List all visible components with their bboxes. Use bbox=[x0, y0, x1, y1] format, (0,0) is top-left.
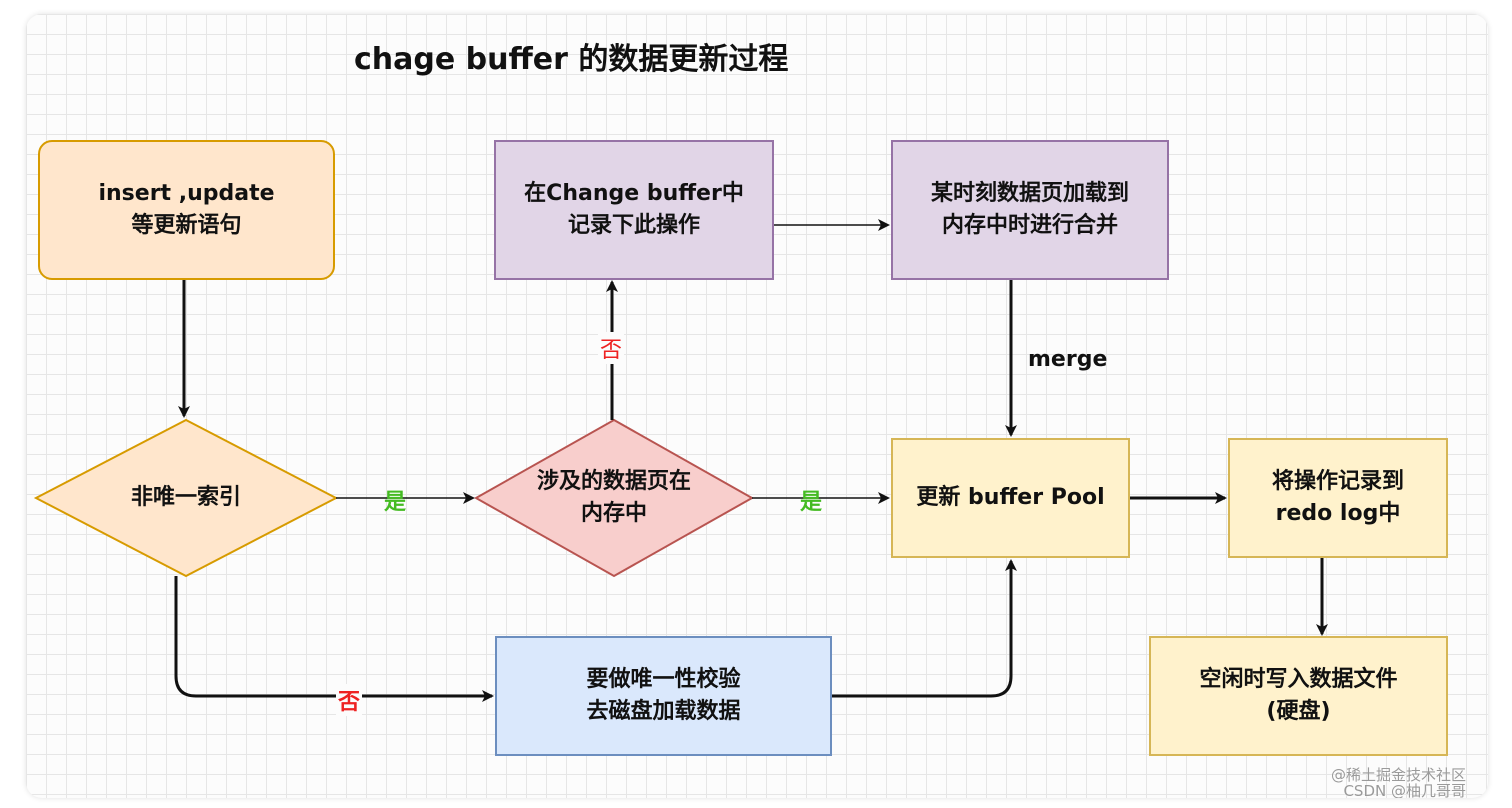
watermark-juejin: @稀土掘金技术社区 bbox=[1330, 766, 1466, 784]
watermark-csdn: CSDN @柚几哥哥 bbox=[1343, 782, 1466, 798]
label-yes-2: 是 bbox=[800, 490, 823, 515]
decision-page-in-memory-shape bbox=[473, 418, 755, 578]
node-unique-check-load: 要做唯一性校验 去磁盘加载数据 bbox=[495, 636, 832, 756]
diagram-canvas: chage buffer 的数据更新过程 insert ,update 等更新语… bbox=[26, 14, 1488, 798]
node-record-change-buffer: 在Change buffer中 记录下此操作 bbox=[494, 140, 774, 280]
node-idle-write-file: 空闲时写入数据文件 (硬盘) bbox=[1149, 636, 1448, 756]
label-yes-1: 是 bbox=[384, 490, 407, 515]
label-merge: merge bbox=[1028, 347, 1108, 372]
label-no-down: 否 bbox=[336, 684, 363, 716]
edge-unique-check-to-buffer-pool bbox=[832, 559, 1017, 698]
node-non-unique-index: 非唯一索引 bbox=[130, 485, 241, 511]
node-update-buffer-pool: 更新 buffer Pool bbox=[891, 438, 1130, 558]
flow-edges bbox=[33, 219, 1328, 702]
label-no-up: 否 bbox=[598, 332, 625, 364]
edge-no-down-to-unique-check bbox=[174, 576, 494, 702]
node-write-redo-log: 将操作记录到 redo log中 bbox=[1228, 438, 1448, 558]
decision-non-unique-index-shape bbox=[33, 418, 339, 578]
diagram-title: chage buffer 的数据更新过程 bbox=[354, 42, 789, 77]
node-merge-on-load: 某时刻数据页加载到 内存中时进行合并 bbox=[891, 140, 1169, 280]
node-start: insert ,update 等更新语句 bbox=[38, 140, 335, 280]
node-page-in-memory: 涉及的数据页在 内存中 bbox=[536, 469, 691, 526]
